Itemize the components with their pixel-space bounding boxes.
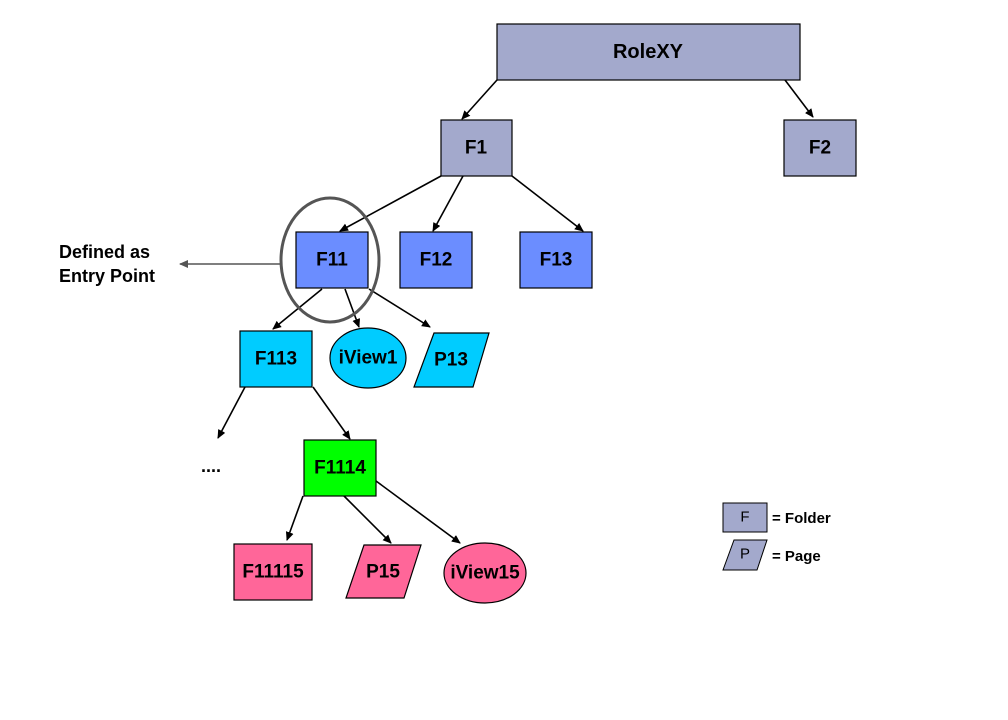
node-f1114-label: F1114 [314,458,366,479]
legend-page-text: = Page [772,548,821,565]
node-f113-label: F113 [255,349,297,370]
node-p15-label: P15 [366,562,400,583]
node-rolexy[interactable]: RoleXY [496,23,801,81]
legend-folder-text: = Folder [772,510,831,527]
edge-f1-f13 [511,175,584,232]
edge-f1-f11 [339,175,442,232]
node-f2[interactable]: F2 [783,119,857,177]
node-f13[interactable]: F13 [519,231,593,289]
entry-point-ring [279,196,381,324]
node-iview15[interactable]: iView15 [443,542,527,604]
node-f1-label: F1 [465,138,488,159]
edge-f11-p13 [368,288,431,328]
edges [217,79,814,544]
node-p13-label: P13 [434,350,468,371]
node-f11115[interactable]: F11115 [233,543,313,601]
node-rolexy-label: RoleXY [613,41,684,63]
node-f11115-label: F11115 [242,562,304,583]
legend-page-icon [722,539,768,571]
node-f12[interactable]: F12 [399,231,473,289]
legend-page-glyph: P [740,546,750,563]
node-iview15-label: iView15 [450,563,520,584]
node-p15[interactable]: P15 [345,544,422,599]
edge-f113-f1114 [312,386,351,440]
node-f11-label: F11 [316,250,348,271]
edge-f1114-iview15 [375,480,461,544]
edge-f11-f113 [272,288,323,330]
legend-item-page: P = Page [722,539,821,571]
node-f1114[interactable]: F1114 [303,439,377,497]
legend-item-folder: F = Folder [722,502,831,533]
annotation-line2: Entry Point [59,266,155,286]
node-f1[interactable]: F1 [440,119,513,177]
annotation-line1: Defined as [59,242,150,262]
node-iview1-label: iView1 [339,348,398,369]
node-f113[interactable]: F113 [239,330,313,388]
legend-folder-icon [722,502,768,533]
legend-folder-glyph: F [740,509,749,526]
node-f2-label: F2 [809,138,831,159]
edge-f11-iview1 [344,288,360,328]
node-p13[interactable]: P13 [413,332,490,388]
edge-f1114-f11115 [285,495,304,541]
node-f12-label: F12 [420,250,453,271]
ellipsis: .... [201,456,221,476]
edge-f1-f12 [432,175,464,232]
edge-role-f2 [784,79,814,118]
edge-f1114-p15 [343,495,392,544]
node-f11[interactable]: F11 [295,231,369,289]
node-f13-label: F13 [540,250,573,271]
edge-role-f1 [461,79,498,120]
node-iview1[interactable]: iView1 [329,327,407,389]
edge-f113-ellipsis [217,386,246,439]
legend: F = Folder P = Page [722,502,831,571]
